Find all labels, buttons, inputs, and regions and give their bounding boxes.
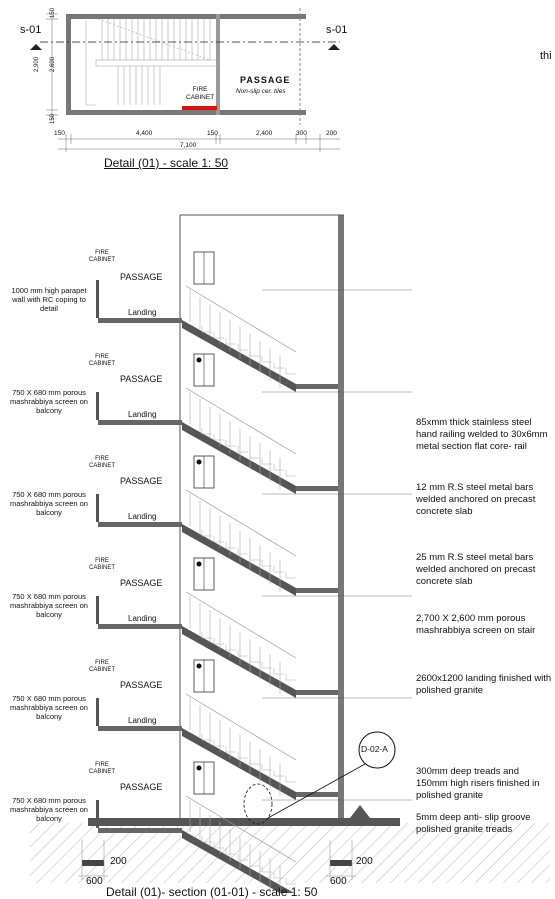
left-note: 750 X 680 mm porous mashrabbiya screen o…	[10, 592, 88, 619]
passage-label: PASSAGE	[120, 374, 163, 384]
stair-flight-slab	[182, 320, 296, 392]
left-note: 750 X 680 mm porous mashrabbiya screen o…	[10, 490, 88, 517]
hand-rail	[185, 387, 297, 455]
right-note-6: 300mm deep treads and 150mm high risers …	[416, 766, 540, 801]
fire-cabinet-marker	[196, 357, 202, 363]
parapet-post	[96, 596, 99, 624]
fire-cabinet-label: FIRE CABINET	[88, 250, 115, 263]
right-note-2: 12 mm R.S steel metal bars welded anchor…	[416, 482, 536, 517]
fire-cabinet-marker	[196, 663, 202, 669]
mid-landing	[296, 792, 338, 797]
stair-flight-slab	[182, 524, 296, 596]
landing-label: Landing	[128, 410, 157, 419]
hand-rail	[185, 489, 297, 557]
plan-wall-left	[66, 14, 71, 115]
landing-label: Landing	[128, 614, 157, 623]
stair-flight-slab	[182, 422, 296, 494]
passage-label: PASSAGE	[120, 782, 163, 792]
section-marker-left: s-01	[20, 24, 42, 36]
mid-landing	[296, 588, 338, 593]
detail-callout-label: D-02-A	[361, 744, 388, 754]
left-note: 1000 mm high parapet wall with RC coping…	[11, 286, 87, 313]
landing-label: Landing	[128, 512, 157, 521]
fire-cabinet-label: FIRE CABINET	[88, 660, 115, 673]
footing-right	[330, 860, 352, 866]
passage-sub: Non-slip cer. tiles	[236, 88, 286, 95]
plan-dim-200: 200	[326, 130, 337, 137]
landing-slab	[98, 420, 182, 425]
footing-left-w: 600	[86, 876, 103, 887]
stair-plan-drawing	[30, 8, 340, 152]
partial-text-right: thi	[540, 50, 552, 62]
right-note-3: 25 mm R.S steel metal bars welded anchor…	[416, 552, 536, 587]
fire-cabinet-marker	[196, 561, 202, 567]
landing-slab	[98, 828, 182, 833]
landing-slab	[98, 318, 182, 323]
right-note-5: 2600x1200 landing finished with polished…	[416, 673, 552, 696]
left-note: 750 X 680 mm porous mashrabbiya screen o…	[10, 796, 88, 823]
parapet-post	[96, 800, 99, 828]
hand-rail	[185, 285, 297, 353]
fire-cabinet-marker	[196, 459, 202, 465]
plan-dim-150a: 150	[54, 130, 65, 137]
stair-flight-slab	[182, 626, 296, 698]
fire-cabinet-label: FIRE CABINET	[88, 456, 115, 469]
right-wall	[338, 215, 344, 818]
section-marker-right: s-01	[326, 24, 348, 36]
landing-label: Landing	[128, 308, 157, 317]
footing-left-h: 200	[110, 856, 127, 867]
plan-title: Detail (01) - scale 1: 50	[104, 156, 229, 170]
plan-dim-150b: 150	[207, 130, 218, 137]
passage-label: PASSAGE	[120, 680, 163, 690]
plan-dim-total: 7,100	[180, 142, 197, 149]
plan-dim-300: 300	[296, 130, 307, 137]
passage-label: PASSAGE	[240, 75, 291, 85]
parapet-post	[96, 494, 99, 522]
passage-label: PASSAGE	[120, 272, 163, 282]
footing-right-w: 600	[330, 876, 347, 887]
plan-wall-top	[66, 14, 306, 19]
fire-cabinet-plan	[182, 106, 217, 110]
passage-label: PASSAGE	[120, 476, 163, 486]
landing-slab	[98, 726, 182, 731]
fire-cabinet-marker	[196, 765, 202, 771]
landing-label: Landing	[128, 716, 157, 725]
left-note: 750 X 680 mm porous mashrabbiya screen o…	[10, 694, 88, 721]
hand-rail	[185, 591, 297, 659]
plan-wall-bottom	[66, 110, 306, 115]
plan-dim-2400: 2,400	[256, 130, 273, 137]
plan-dims	[46, 13, 340, 152]
plan-treads	[85, 18, 219, 106]
mid-landing	[296, 486, 338, 491]
mid-landing	[296, 690, 338, 695]
mid-landing	[296, 384, 338, 389]
plan-dim-4400: 4,400	[136, 130, 153, 137]
parapet-post	[96, 280, 99, 318]
fire-cabinet-label: FIRE CABINET	[88, 354, 115, 367]
left-note: 750 X 680 mm porous mashrabbiya screen o…	[10, 388, 88, 415]
footing-right-h: 200	[356, 856, 373, 867]
section-title: Detail (01)- section (01-01) - scale 1: …	[106, 885, 318, 899]
parapet-post	[96, 698, 99, 726]
hand-rail	[185, 693, 297, 761]
fire-cabinet-label: FIRE CABINET	[88, 558, 115, 571]
right-note-7: 5mm deep anti- slip groove polished gran…	[416, 812, 531, 835]
detail-callout-circle	[358, 731, 396, 769]
parapet-post	[96, 392, 99, 420]
passage-label: PASSAGE	[120, 578, 163, 588]
right-note-4: 2,700 X 2,600 mm porous mashrabbiya scre…	[416, 613, 536, 636]
stair-flight-slab	[182, 728, 296, 800]
footing-left	[82, 860, 104, 866]
landing-slab	[98, 522, 182, 527]
plan-fire-cabinet: FIRE CABINET	[186, 86, 215, 101]
right-note-1: 85xmm thick stainless steel hand railing…	[416, 417, 548, 452]
landing-slab	[98, 624, 182, 629]
fire-cabinet-label: FIRE CABINET	[88, 762, 115, 775]
hand-rail	[185, 795, 297, 863]
